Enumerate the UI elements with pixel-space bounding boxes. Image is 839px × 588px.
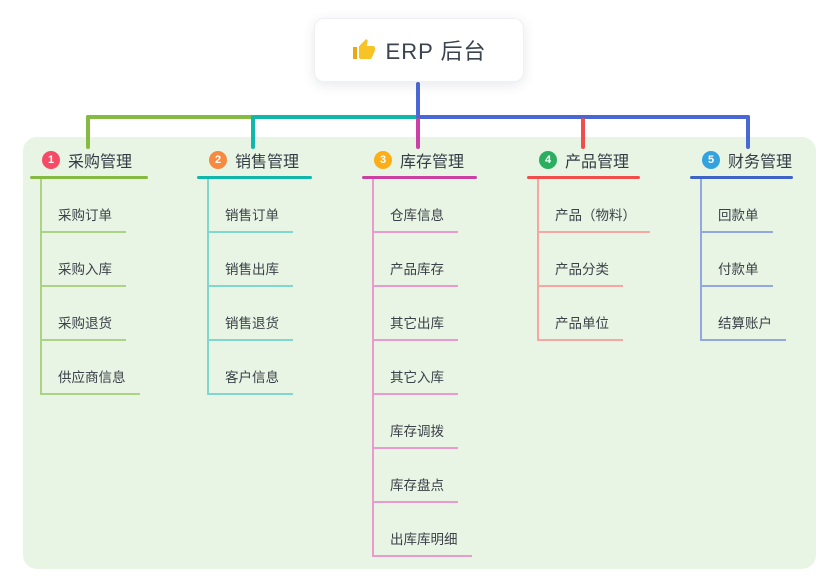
- branch-product-label: 产品管理: [565, 154, 630, 171]
- branch-purchase-label: 采购管理: [68, 154, 133, 171]
- branch-sales-title[interactable]: 2 销售管理: [197, 146, 312, 174]
- connector-drop-purchase: [86, 115, 90, 149]
- branch-product-underline: [527, 176, 640, 179]
- node-product-category[interactable]: 产品分类: [539, 233, 623, 287]
- branch-finance-title[interactable]: 5 财务管理: [690, 146, 793, 174]
- node-purchase-order[interactable]: 采购订单: [42, 179, 126, 233]
- node-purchase-inbound[interactable]: 采购入库: [42, 233, 126, 287]
- node-sales-order[interactable]: 销售订单: [209, 179, 293, 233]
- node-product-material[interactable]: 产品（物料）: [539, 179, 650, 233]
- connector-drop-finance: [746, 115, 750, 149]
- node-sales-return[interactable]: 销售退货: [209, 287, 293, 341]
- node-outbound-detail[interactable]: 出库库明细: [374, 503, 472, 557]
- node-stock-transfer[interactable]: 库存调拨: [374, 395, 458, 449]
- branch-inventory-underline: [362, 176, 477, 179]
- node-other-outbound[interactable]: 其它出库: [374, 287, 458, 341]
- branch-product-badge: 4: [539, 151, 557, 169]
- connector-drop-product: [581, 118, 585, 149]
- node-sales-outbound[interactable]: 销售出库: [209, 233, 293, 287]
- node-customer-info[interactable]: 客户信息: [209, 341, 293, 395]
- branch-sales: 2 销售管理 销售订单 销售出库 销售退货 客户信息: [197, 146, 312, 395]
- branch-sales-badge: 2: [209, 151, 227, 169]
- branch-finance: 5 财务管理 回款单 付款单 结算账户: [690, 146, 793, 341]
- branch-finance-underline: [690, 176, 793, 179]
- branch-finance-children: 回款单 付款单 结算账户: [700, 179, 793, 341]
- branch-product-title[interactable]: 4 产品管理: [527, 146, 640, 174]
- branch-purchase-badge: 1: [42, 151, 60, 169]
- branch-inventory-label: 库存管理: [400, 154, 465, 171]
- branches-panel: [23, 137, 816, 569]
- node-other-inbound[interactable]: 其它入库: [374, 341, 458, 395]
- branch-sales-underline: [197, 176, 312, 179]
- connector-drop-inventory: [416, 118, 420, 149]
- branch-inventory-children: 仓库信息 产品库存 其它出库 其它入库 库存调拨 库存盘点 出库库明细: [372, 179, 477, 557]
- root-node-erp[interactable]: ERP 后台: [314, 18, 524, 82]
- branch-finance-badge: 5: [702, 151, 720, 169]
- node-stock-count[interactable]: 库存盘点: [374, 449, 458, 503]
- node-purchase-return[interactable]: 采购退货: [42, 287, 126, 341]
- node-supplier-info[interactable]: 供应商信息: [42, 341, 140, 395]
- branch-purchase-underline: [30, 176, 148, 179]
- branch-sales-children: 销售订单 销售出库 销售退货 客户信息: [207, 179, 312, 395]
- branch-purchase-children: 采购订单 采购入库 采购退货 供应商信息: [40, 179, 148, 395]
- branch-inventory-title[interactable]: 3 库存管理: [362, 146, 477, 174]
- connector-bus-teal: [253, 115, 418, 119]
- node-collection-slip[interactable]: 回款单: [702, 179, 773, 233]
- branch-sales-label: 销售管理: [235, 154, 300, 171]
- branch-inventory: 3 库存管理 仓库信息 产品库存 其它出库 其它入库 库存调拨 库存盘点 出库库…: [362, 146, 477, 557]
- root-node-title: ERP 后台: [385, 39, 487, 64]
- branch-purchase: 1 采购管理 采购订单 采购入库 采购退货 供应商信息: [30, 146, 148, 395]
- node-product-stock[interactable]: 产品库存: [374, 233, 458, 287]
- connector-bus-blue: [416, 115, 750, 119]
- node-payment-slip[interactable]: 付款单: [702, 233, 773, 287]
- root-stem-connector: [416, 82, 420, 119]
- thumbs-up-icon: [352, 38, 376, 62]
- branch-inventory-badge: 3: [374, 151, 392, 169]
- node-settlement-account[interactable]: 结算账户: [702, 287, 786, 341]
- connector-bus-green: [86, 115, 255, 119]
- branch-product-children: 产品（物料） 产品分类 产品单位: [537, 179, 650, 341]
- branch-product: 4 产品管理 产品（物料） 产品分类 产品单位: [527, 146, 650, 341]
- node-warehouse-info[interactable]: 仓库信息: [374, 179, 458, 233]
- branch-finance-label: 财务管理: [728, 154, 793, 171]
- node-product-unit[interactable]: 产品单位: [539, 287, 623, 341]
- branch-purchase-title[interactable]: 1 采购管理: [30, 146, 148, 174]
- connector-drop-sales: [251, 115, 255, 149]
